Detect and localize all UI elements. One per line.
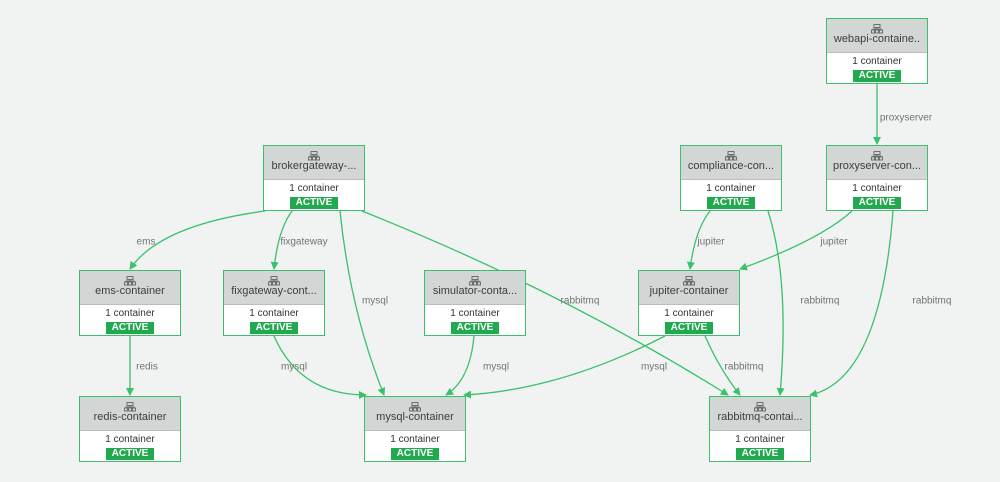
node-name: jupiter-container: [649, 285, 729, 297]
node-name: rabbitmq-contai...: [717, 411, 803, 423]
edge-label-compliance-to-rabbitmq: rabbitmq: [800, 295, 840, 307]
node-name: simulator-conta...: [432, 285, 518, 297]
node-header: simulator-conta...: [425, 271, 525, 305]
edge-label-broker-to-rabbitmq: rabbitmq: [560, 295, 600, 307]
node-container-count: 1 container: [852, 183, 902, 194]
status-badge: ACTIVE: [290, 197, 338, 209]
edge-label-broker-to-ems: ems: [136, 236, 156, 248]
node-name: redis-container: [93, 411, 167, 423]
edge-broker-to-rabbitmq: [361, 210, 729, 396]
container-icon: [469, 273, 481, 286]
edge-broker-to-mysql: [339, 210, 386, 396]
node-name: mysql-container: [376, 411, 454, 423]
status-badge: ACTIVE: [736, 448, 784, 460]
node-container-count: 1 container: [105, 308, 155, 319]
edge-label-webapi-to-proxy: proxyserver: [879, 112, 933, 124]
edge-jupiter-to-mysql: [463, 335, 666, 399]
container-icon: [124, 273, 136, 286]
status-badge: ACTIVE: [106, 322, 154, 334]
node-header: proxyserver-con...: [827, 146, 927, 180]
container-icon: [409, 399, 421, 412]
node-container-count: 1 container: [664, 308, 714, 319]
edge-broker-to-ems: [129, 210, 266, 270]
node-name: compliance-con...: [687, 160, 775, 172]
node-container-count: 1 container: [706, 183, 756, 194]
edge-proxy-to-rabbitmq: [809, 210, 894, 398]
edge-compliance-to-rabbitmq: [767, 210, 785, 396]
container-icon: [754, 399, 766, 412]
status-badge: ACTIVE: [665, 322, 713, 334]
node-name: ems-container: [95, 285, 165, 297]
edge-label-proxy-to-jupiter: jupiter: [820, 236, 848, 248]
container-icon: [725, 148, 737, 161]
node-name: brokergateway-...: [271, 160, 357, 172]
node-header: rabbitmq-contai...: [710, 397, 810, 431]
container-icon: [124, 399, 136, 412]
node-name: fixgateway-cont...: [231, 285, 317, 297]
status-badge: ACTIVE: [250, 322, 298, 334]
node-container-count: 1 container: [735, 434, 785, 445]
node-name: webapi-containe..: [833, 33, 921, 45]
node-header: ems-container: [80, 271, 180, 305]
edge-label-simulator-to-mysql: mysql: [482, 361, 510, 373]
edge-label-ems-to-redis: redis: [136, 361, 158, 373]
node-header: mysql-container: [365, 397, 465, 431]
edge-label-compliance-to-jupiter: jupiter: [697, 236, 725, 248]
container-icon: [308, 148, 320, 161]
node-name: proxyserver-con...: [832, 160, 922, 172]
container-icon: [871, 21, 883, 34]
status-badge: ACTIVE: [853, 197, 901, 209]
container-icon: [268, 273, 280, 286]
node-container-count: 1 container: [852, 56, 902, 67]
node-container-count: 1 container: [105, 434, 155, 445]
edge-simulator-to-mysql: [445, 335, 475, 396]
node-header: jupiter-container: [639, 271, 739, 305]
edge-label-broker-to-mysql: mysql: [361, 295, 389, 307]
node-header: brokergateway-...: [264, 146, 364, 180]
node-header: webapi-containe..: [827, 19, 927, 53]
edge-fixgw-to-mysql: [273, 335, 367, 399]
edge-label-proxy-to-rabbitmq: rabbitmq: [912, 295, 952, 307]
status-badge: ACTIVE: [707, 197, 755, 209]
status-badge: ACTIVE: [106, 448, 154, 460]
status-badge: ACTIVE: [853, 70, 901, 82]
node-header: fixgateway-cont...: [224, 271, 324, 305]
edge-label-broker-to-fixgw: fixgateway: [280, 236, 328, 248]
edge-broker-to-fixgw: [270, 210, 293, 270]
status-badge: ACTIVE: [451, 322, 499, 334]
container-icon: [871, 148, 883, 161]
node-container-count: 1 container: [249, 308, 299, 319]
node-container-count: 1 container: [390, 434, 440, 445]
edge-label-jupiter-to-rabbitmq: rabbitmq: [724, 361, 764, 373]
status-badge: ACTIVE: [391, 448, 439, 460]
edge-proxy-to-jupiter: [739, 210, 853, 271]
node-header: redis-container: [80, 397, 180, 431]
node-header: compliance-con...: [681, 146, 781, 180]
edge-jupiter-to-rabbitmq: [704, 335, 741, 396]
node-container-count: 1 container: [289, 183, 339, 194]
container-icon: [683, 273, 695, 286]
edge-label-jupiter-to-mysql: mysql: [640, 361, 668, 373]
edge-label-fixgw-to-mysql: mysql: [280, 361, 308, 373]
edge-compliance-to-jupiter: [686, 210, 711, 270]
node-container-count: 1 container: [450, 308, 500, 319]
